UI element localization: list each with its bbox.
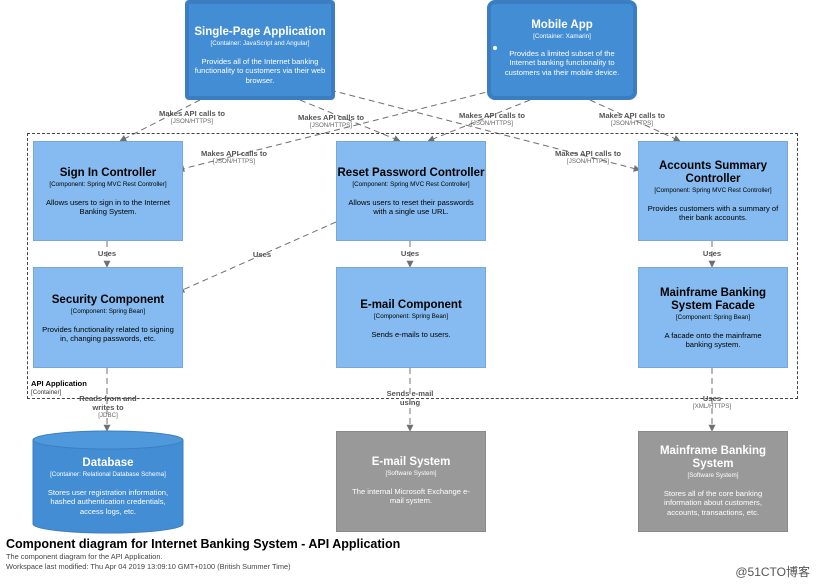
edge-label-signin-security: Uses <box>98 249 116 258</box>
sign-in-controller-box[interactable]: Sign In Controller [Component: Spring MV… <box>33 141 183 241</box>
box-desc: Allows users to sign in to the Internet … <box>45 198 171 217</box>
watermark: @51CTO博客 <box>735 565 810 579</box>
edge-label-tech: [JSON/HTTPS] <box>567 158 609 165</box>
box-tech: [Component: Spring MVC Rest Controller] <box>49 181 167 188</box>
mainframe-banking-system-box[interactable]: Mainframe Banking System [Software Syste… <box>638 431 788 532</box>
edge-label-text: Makes API calls to <box>201 149 267 158</box>
edge-label-text: Uses <box>702 394 722 403</box>
workspace-modified: Workspace last modified: Thu Apr 04 2019… <box>6 561 291 571</box>
diagram-subtitle: The component diagram for the API Applic… <box>6 552 163 561</box>
database-box[interactable]: Database [Container: Relational Database… <box>33 449 183 533</box>
box-tech: [Component: Spring Bean] <box>373 313 449 320</box>
accounts-summary-controller-box[interactable]: Accounts Summary Controller [Component: … <box>638 141 788 241</box>
edge-mobile-signin <box>177 89 496 172</box>
box-title: Reset Password Controller <box>337 167 485 179</box>
box-desc: Provides all of the Internet banking fun… <box>194 57 326 85</box>
box-tech: [Software System] <box>385 470 437 477</box>
edge-label-email-system: Sends e-mail using <box>382 389 438 407</box>
box-title: E-mail Component <box>360 299 462 311</box>
box-title: Mobile App <box>531 19 593 31</box>
box-tech: [Container: Relational Database Schema] <box>50 471 166 478</box>
edge-label-text: Makes API calls to <box>159 109 225 118</box>
edge-label-reset-security: Uses <box>253 250 271 259</box>
edge-label-spa-signin: Makes API calls to [JSON/HTTPS] <box>159 109 225 126</box>
edge-label-tech: [JSON/HTTPS] <box>471 120 513 127</box>
box-desc: A facade onto the mainframe banking syst… <box>664 331 762 350</box>
edge-label-text: Uses <box>252 250 272 259</box>
box-title: E-mail System <box>371 456 451 468</box>
edge-mobile-reset <box>427 99 531 142</box>
edge-label-tech: [JSON/HTTPS] <box>171 118 213 125</box>
edge-label-text: Uses <box>400 249 420 258</box>
box-title: Accounts Summary Controller <box>658 160 767 185</box>
edge-label-mobile-accounts: Makes API calls to [JSON/HTTPS] <box>599 111 665 128</box>
edge-label-tech: [JSON/HTTPS] <box>611 120 653 127</box>
edge-label-accounts-facade: Uses <box>703 249 721 258</box>
edge-label-tech: [JDBC] <box>98 412 118 419</box>
edge-label-mobile-reset: Makes API calls to [JSON/HTTPS] <box>459 111 525 128</box>
box-tech: [Container: JavaScript and Angular] <box>210 40 310 47</box>
box-desc: The internal Microsoft Exchange e-mail s… <box>352 487 470 506</box>
edge-reset-security <box>177 221 337 293</box>
box-desc: Provides a limited subset of the Interne… <box>504 49 620 77</box>
box-desc: Stores user registration information, ha… <box>47 488 169 516</box>
edge-label-tech: [XML/HTTPS] <box>692 403 732 410</box>
edge-label-text: Makes API calls to <box>459 111 525 120</box>
box-tech: [Container: Xamarin] <box>533 33 591 40</box>
single-page-application-box[interactable]: Single-Page Application [Container: Java… <box>185 0 335 100</box>
edge-label-reset-email: Uses <box>401 249 419 258</box>
database-cylinder <box>32 430 184 534</box>
edge-label-text: Uses <box>702 249 722 258</box>
box-tech: [Component: Spring Bean] <box>675 314 751 321</box>
mainframe-banking-system-facade-box[interactable]: Mainframe Banking System Facade [Compone… <box>638 267 788 368</box>
box-desc: Stores all of the core banking informati… <box>663 489 763 517</box>
edge-spa-reset <box>299 99 401 142</box>
edge-label-tech: [JSON/HTTPS] <box>213 158 255 165</box>
edge-label-spa-accounts: Makes API calls to [JSON/HTTPS] <box>555 149 621 166</box>
edge-label-facade-mainframe: Uses [XML/HTTPS] <box>693 394 731 411</box>
box-desc: Provides functionality related to signin… <box>42 325 174 344</box>
security-component-box[interactable]: Security Component [Component: Spring Be… <box>33 267 183 368</box>
box-title: Single-Page Application <box>194 26 326 38</box>
box-title: Database <box>82 457 134 469</box>
edge-label-text: Makes API calls to <box>599 111 665 120</box>
edge-label-text: Uses <box>97 249 117 258</box>
box-tech: [Component: Spring MVC Rest Controller] <box>352 181 470 188</box>
boundary-name: API Application <box>31 379 87 388</box>
edge-label-text: Reads from and writes to <box>79 394 137 412</box>
edge-label-security-db: Reads from and writes to [JDBC] <box>73 394 143 420</box>
api-application-boundary <box>27 133 798 399</box>
mobile-app-box[interactable]: Mobile App [Container: Xamarin] Provides… <box>487 0 637 100</box>
box-tech: [Component: Spring Bean] <box>70 308 146 315</box>
box-desc: Sends e-mails to users. <box>371 330 451 339</box>
diagram-footer: Component diagram for Internet Banking S… <box>6 537 400 571</box>
boundary-label: API Application [Container] <box>31 379 87 397</box>
reset-password-controller-box[interactable]: Reset Password Controller [Component: Sp… <box>336 141 486 241</box>
box-title: Sign In Controller <box>59 167 157 179</box>
email-system-box[interactable]: E-mail System [Software System] The inte… <box>336 431 486 532</box>
edge-label-mobile-signin: Makes API calls to [JSON/HTTPS] <box>201 149 267 166</box>
diagram-title: Component diagram for Internet Banking S… <box>6 537 401 551</box>
email-component-box[interactable]: E-mail Component [Component: Spring Bean… <box>336 267 486 368</box>
edge-spa-accounts <box>329 89 641 172</box>
box-desc: Allows users to reset their passwords wi… <box>348 198 474 217</box>
edge-label-tech: [JSON/HTTPS] <box>310 122 352 129</box>
mobile-button-icon <box>493 46 497 50</box>
edge-mobile-accounts <box>589 99 681 142</box>
edge-label-spa-reset: Makes API calls to [JSON/HTTPS] <box>298 113 364 130</box>
box-desc: Provides customers with a summary of the… <box>647 204 779 223</box>
box-title: Mainframe Banking System Facade <box>659 287 767 312</box>
edge-spa-signin <box>119 99 201 142</box>
box-tech: [Component: Spring MVC Rest Controller] <box>654 187 772 194</box>
box-title: Security Component <box>51 294 165 306</box>
edge-label-text: Makes API calls to <box>555 149 621 158</box>
edge-label-text: Sends e-mail using <box>386 389 434 407</box>
box-tech: [Software System] <box>687 472 739 479</box>
edge-label-text: Makes API calls to <box>298 113 364 122</box>
box-title: Mainframe Banking System <box>659 445 767 470</box>
boundary-type: [Container] <box>31 389 62 396</box>
